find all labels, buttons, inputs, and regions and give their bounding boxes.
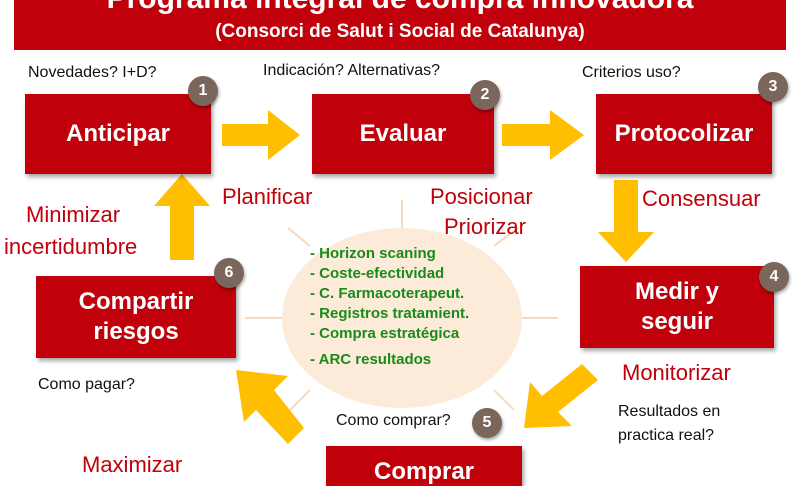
question-protocolizar: Criterios uso? (582, 64, 681, 81)
step-box-protocolizar: Protocolizar (596, 94, 772, 174)
tool-item: - ARC resultados (310, 351, 432, 368)
arrow-protocolizar-medir (598, 180, 654, 262)
step-box-anticipar: Anticipar (25, 94, 211, 174)
step-number-badge-4: 4 (759, 262, 789, 292)
label-incertidumbre: incertidumbre (4, 234, 138, 259)
step-number-badge-6: 6 (214, 258, 244, 288)
center-rays (245, 200, 558, 411)
label-maximizar: Maximizar (82, 452, 183, 477)
step-label: Comprar (373, 458, 475, 485)
arrow-evaluar-protocolizar (502, 110, 584, 160)
step-number-badge-3: 3 (758, 72, 788, 102)
diagram-title: Programa integral de compra innovadora (14, 0, 786, 14)
step-label: Anticipar (65, 120, 170, 147)
question-comprar: Como comprar? (336, 412, 451, 429)
tools-circle (282, 228, 522, 408)
step-number-badge-2: 2 (470, 80, 500, 110)
step-label: Medir y seguir (634, 278, 720, 335)
tool-item: - Compra estratégica (310, 325, 460, 342)
step-label: Protocolizar (614, 120, 754, 147)
question-evaluar: Indicación? Alternativas? (263, 62, 440, 79)
step-label: Evaluar (359, 120, 447, 147)
question-compartir: Como pagar? (38, 376, 135, 393)
label-monitorizar: Monitorizar (622, 360, 731, 385)
tools-list: - Horizon scaning - Coste-efectividad - … (310, 244, 469, 370)
arrow-medir-comprar (524, 364, 598, 428)
step-label: Compartir riesgos (78, 288, 194, 345)
title-banner: Programa integral de compra innovadora (… (14, 0, 786, 50)
question-anticipar: Novedades? I+D? (28, 64, 157, 81)
step-box-medir: Medir y seguir (580, 266, 774, 348)
step-number-badge-5: 5 (472, 408, 502, 438)
diagram-subtitle: (Consorci de Salut i Social de Catalunya… (215, 21, 585, 42)
tool-item: - Coste-efectividad (310, 265, 445, 282)
flow-arrows (154, 110, 654, 444)
label-priorizar: Priorizar (444, 214, 526, 239)
tool-item: - C. Farmacoterapeut. (310, 285, 465, 302)
tool-item: - Horizon scaning (310, 245, 436, 262)
arrow-anticipar-evaluar (222, 110, 300, 160)
label-minimizar: Minimizar (26, 202, 121, 227)
label-consensuar: Consensuar (642, 186, 761, 211)
arrow-compartir-anticipar (154, 174, 210, 260)
step-number-badge-1: 1 (188, 76, 218, 106)
tool-item: - Registros tratamient. (310, 305, 470, 322)
step-box-evaluar: Evaluar (312, 94, 494, 174)
label-posicionar: Posicionar (430, 184, 533, 209)
step-box-compartir: Compartir riesgos (36, 276, 236, 358)
arrow-comprar-compartir (236, 370, 304, 444)
question-medir: Resultados en practica real? (618, 403, 721, 444)
step-box-comprar: Comprar (326, 446, 522, 486)
label-planificar: Planificar (222, 184, 313, 209)
